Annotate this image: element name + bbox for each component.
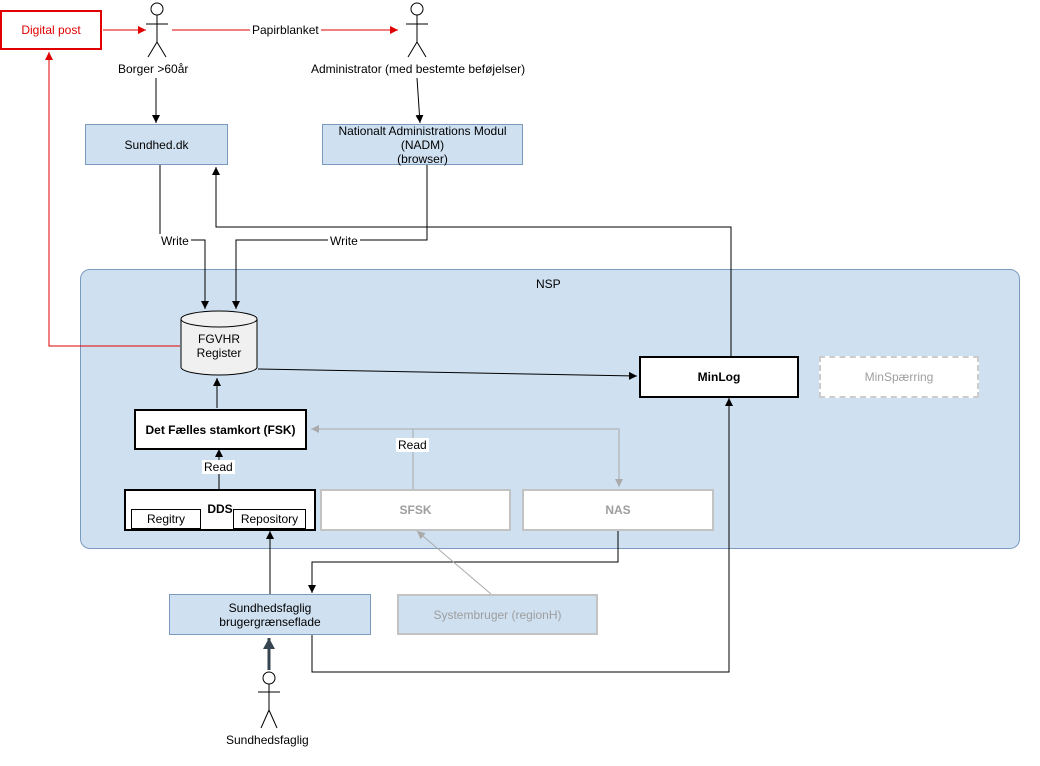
- fgvhr-database-shape: [180, 310, 258, 376]
- nadm-label-line1: Nationalt Administrations Modul: [338, 123, 507, 138]
- repository-label: Repository: [240, 512, 299, 526]
- fsk-box: Det Fælles stamkort (FSK): [134, 409, 307, 450]
- papirblanket-label: Papirblanket: [250, 23, 321, 37]
- edge-nas-ui: [308, 531, 619, 593]
- digital-post-label: Digital post: [21, 23, 81, 37]
- digital-post-box: Digital post: [0, 10, 102, 50]
- fgvhr-label-line1: FGVHR: [198, 332, 240, 346]
- minlog-box: MinLog: [639, 356, 799, 398]
- registry-label: Regitry: [146, 512, 185, 526]
- read-label-1: Read: [396, 438, 429, 452]
- sundhedsfaglig-ui-line2: brugergrænseflade: [219, 614, 321, 629]
- sundhedsfaglig-ui-box: Sundhedsfaglig brugergrænseflade: [169, 594, 371, 635]
- minlog-label: MinLog: [697, 370, 741, 384]
- fgvhr-label-line2: Register: [196, 346, 242, 360]
- systembruger-box: Systembruger (regionH): [397, 594, 598, 635]
- sundhed-dk-box: Sundhed.dk: [85, 124, 228, 165]
- read-label-2: Read: [202, 460, 235, 474]
- minspaerring-box: MinSpærring: [819, 356, 979, 398]
- edge-admin-nadm: [415, 77, 424, 124]
- edge-fgvhr-minlog: [257, 368, 638, 380]
- registry-subbox: Regitry: [131, 509, 201, 529]
- sundhedsfaglig-actor-icon: [258, 671, 280, 729]
- fgvhr-register: FGVHR Register: [181, 331, 257, 361]
- nadm-label-line2: (NADM): [400, 137, 445, 152]
- borger-actor-icon: [146, 2, 168, 58]
- edge-systembruger-sfsk: [416, 530, 492, 595]
- fsk-label: Det Fælles stamkort (FSK): [145, 422, 296, 437]
- write-label-1: Write: [159, 234, 191, 248]
- sfsk-label: SFSK: [399, 503, 432, 517]
- sundhedsfaglig-label: Sundhedsfaglig: [226, 733, 309, 747]
- borger-label: Borger >60år: [118, 62, 189, 76]
- edge-minlog-sundhed: [212, 167, 732, 356]
- nas-box: NAS: [522, 489, 714, 531]
- sfsk-box: SFSK: [320, 489, 511, 531]
- administrator-actor-icon: [406, 2, 428, 58]
- dds-label: DDS: [207, 502, 233, 516]
- minspaerring-label: MinSpærring: [864, 370, 934, 384]
- repository-subbox: Repository: [233, 509, 306, 529]
- systembruger-label: Systembruger (regionH): [433, 607, 562, 622]
- edge-fgvhr-digitalpost: [45, 52, 180, 347]
- sundhed-dk-label: Sundhed.dk: [124, 137, 189, 152]
- write-label-2: Write: [328, 234, 360, 248]
- nas-label: NAS: [605, 503, 631, 517]
- nsp-label: NSP: [536, 277, 561, 291]
- edge-fsk-nas: [413, 428, 623, 487]
- edge-ui-minlog: [311, 398, 733, 673]
- nadm-label-line3: (browser): [397, 151, 448, 166]
- nadm-box: Nationalt Administrations Modul (NADM) (…: [322, 123, 523, 166]
- administrator-label: Administrator (med bestemte beføjelser): [311, 62, 526, 76]
- sundhedsfaglig-ui-line1: Sundhedsfaglig: [228, 600, 312, 615]
